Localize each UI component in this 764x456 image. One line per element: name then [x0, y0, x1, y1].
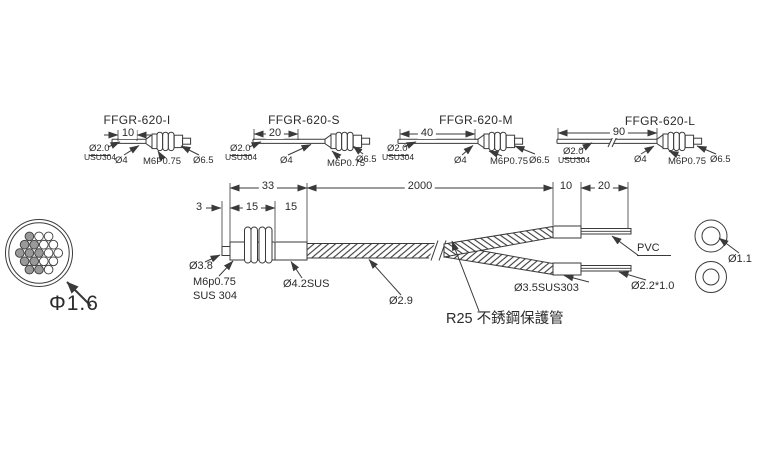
label-tip-diameter: Ø3.8 [189, 260, 213, 272]
ferrule-lower [552, 262, 582, 276]
leader-protection-tube [451, 240, 480, 312]
ferrules-and-rods [552, 225, 632, 276]
ferrule-upper [552, 225, 582, 239]
conduit-tube [306, 243, 438, 259]
leader-conduit [368, 259, 402, 296]
variant-4-thread: M6P0.75 [668, 156, 707, 167]
variant-3-thread: M6P0.75 [490, 156, 529, 167]
label-conduit-diameter: Ø2.9 [389, 295, 413, 307]
leader-thread [218, 260, 234, 277]
variant-1-tube-diameter: Ø4 [115, 155, 128, 166]
leader-sleeve [290, 261, 303, 279]
variant-4-head-diameter: Ø6.5 [710, 154, 731, 165]
sensor-head [221, 226, 308, 264]
variant-2-tip-length: 20 [265, 128, 285, 139]
variant-3-tip-length: 40 [417, 128, 437, 139]
variant-1-thread: M6P0.75 [143, 156, 182, 167]
leader-pvc [611, 235, 640, 257]
hex-nuts [244, 226, 273, 264]
variant-1-model: FFGR-620-I [103, 113, 171, 127]
variant-2-model: FFGR-620-S [268, 113, 340, 127]
variant-3-model: FFGR-620-M [439, 113, 513, 127]
main-assembly-drawing [5, 182, 740, 312]
label-thread-material: SUS 304 [193, 290, 238, 302]
variant-2-geometry [248, 129, 371, 160]
flexible-conduit [306, 225, 554, 276]
variant-4-geometry [556, 128, 717, 159]
variant-2-tube-diameter: Ø4 [280, 155, 293, 166]
variant-drawings [104, 128, 717, 161]
variant-3-fiber-material: USU304 [382, 152, 415, 162]
variant-2-head-diameter: Ø6.5 [356, 154, 377, 165]
variant-2-fiber-diameter: Ø2.0 [230, 143, 251, 156]
fiber-end-faces [694, 219, 728, 293]
variant-4-fiber-diameter: Ø2.0 [563, 146, 584, 159]
label-core-diameter: Ø1.1 [728, 253, 752, 265]
variant-1-head-diameter: Ø6.5 [193, 155, 214, 166]
conduit-branch-upper [443, 225, 554, 258]
label-bundle-diameter: Φ1.6 [49, 292, 99, 315]
dim-tip-length: 3 [196, 201, 203, 213]
label-sleeve-spec: Ø4.2SUS [283, 278, 330, 290]
leader-arrows [66, 235, 740, 312]
variant-1-fiber-diameter: Ø2.0 [89, 143, 110, 156]
variant-2-fiber-material: USU304 [225, 152, 258, 162]
leader-ferrule [563, 274, 590, 283]
head-tip [221, 246, 231, 256]
label-protection-tube: R25 不銹鋼保護管 [446, 311, 564, 327]
variant-1-geometry [104, 130, 200, 161]
leader-bundle [66, 281, 92, 307]
leader-rod [618, 271, 647, 281]
variant-4-model: FFGR-620-L [624, 114, 696, 128]
dim-sleeve-length: 15 [284, 201, 298, 213]
variant-3-tube-diameter: Ø4 [454, 155, 467, 166]
variant-4-tube-diameter: Ø4 [634, 154, 647, 165]
dim-head-length: 33 [258, 181, 278, 192]
variant-3-geometry [397, 129, 536, 158]
variant-4-tip-length: 90 [609, 127, 629, 138]
variant-1-fiber-material: USU304 [84, 152, 117, 162]
dim-ferrule-length: 10 [556, 181, 576, 192]
variant-4-fiber-material: USU304 [558, 155, 591, 165]
dim-cable-length: 2000 [404, 181, 436, 192]
bundle-cross-section [5, 219, 73, 287]
label-rod-spec: Ø2.2*1.0 [631, 280, 675, 292]
bundle-fibers [14, 231, 64, 275]
variant-3-fiber-diameter: Ø2.0 [387, 143, 408, 156]
dim-rod-length: 20 [594, 181, 614, 192]
label-jacket: PVC [637, 243, 671, 256]
leader-core [718, 237, 740, 254]
dim-thread-length: 15 [242, 202, 262, 213]
variant-2-thread: M6P0.75 [327, 158, 366, 169]
leader-tip-diameter [204, 254, 221, 263]
variant-1-tip-length: 10 [118, 128, 138, 139]
label-thread-spec: M6p0.75 [193, 276, 236, 288]
label-ferrule-spec: Ø3.5SUS303 [514, 282, 579, 294]
variant-3-head-diameter: Ø6.5 [529, 155, 550, 166]
